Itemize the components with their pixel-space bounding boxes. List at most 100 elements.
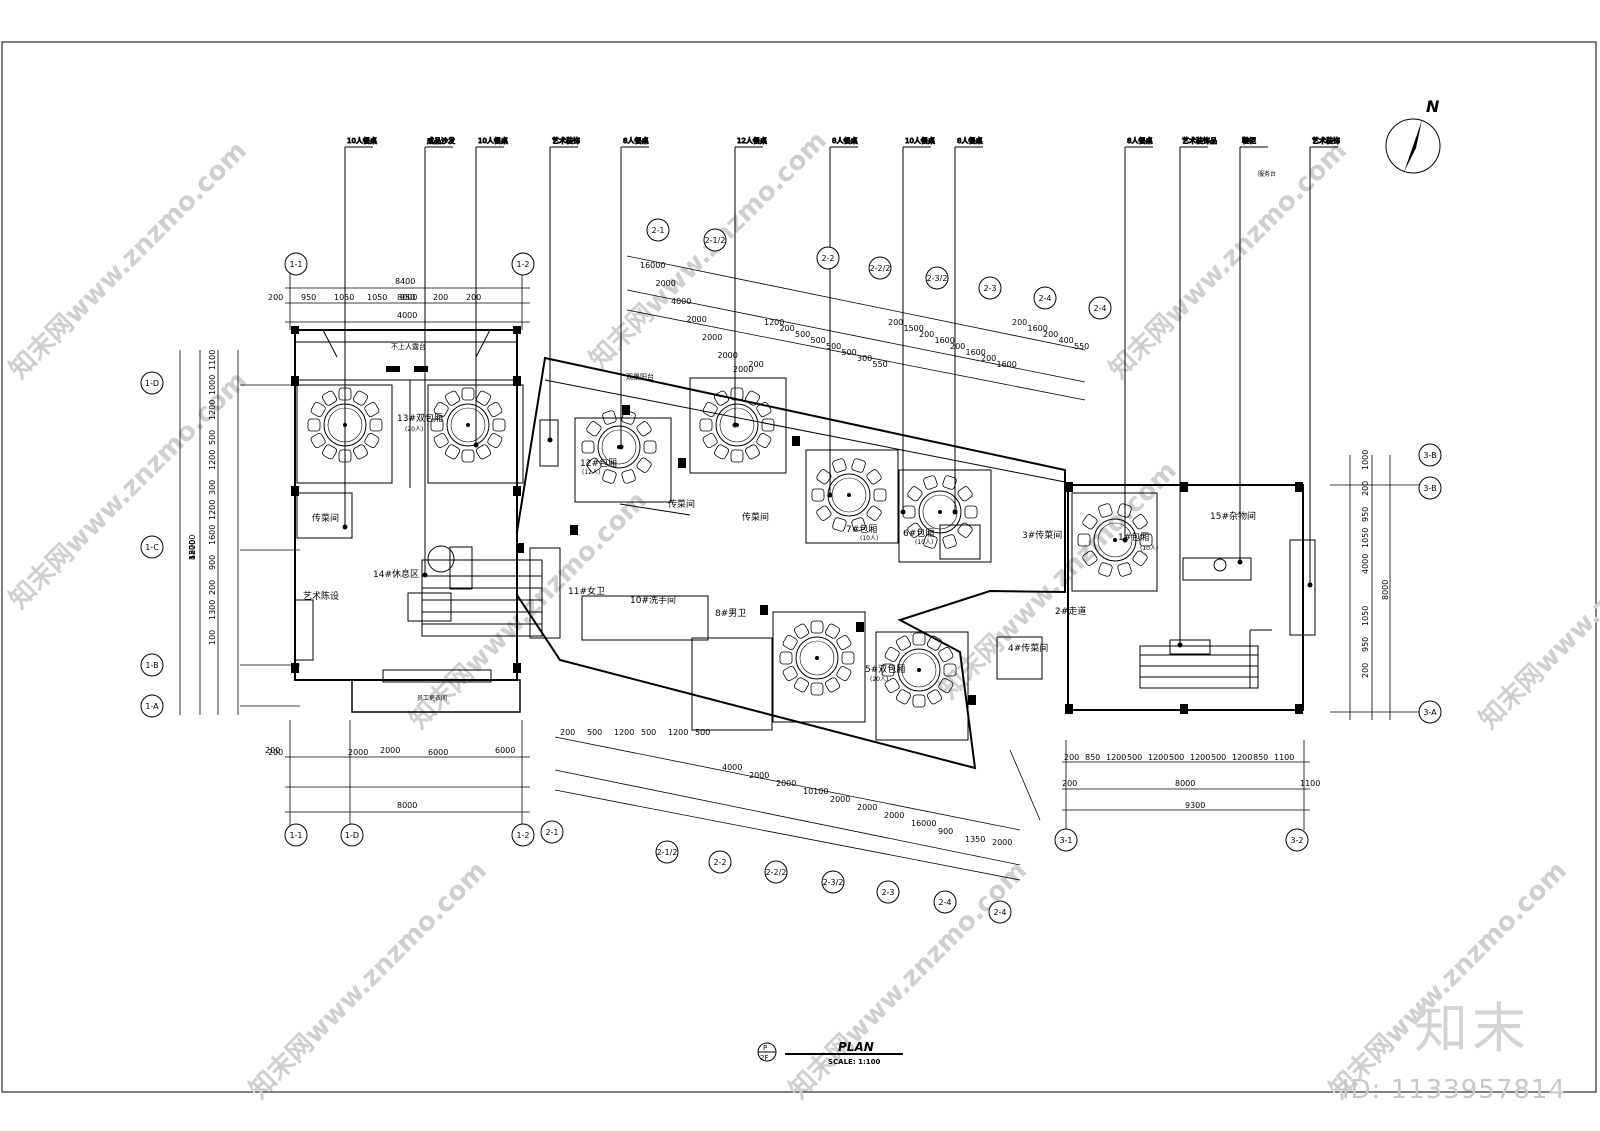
round-tables (307, 387, 1153, 708)
dimension-value: 300 (208, 480, 217, 495)
chair (825, 623, 840, 639)
dimension-value: 2000 (857, 803, 877, 812)
axis-label: 2-2/2 (870, 264, 891, 273)
dimension-value: 2000 (749, 771, 769, 780)
room-label: 14#休息区 (373, 568, 419, 580)
axis-bubble: 1-D (140, 371, 164, 395)
chair (621, 410, 636, 425)
chair (832, 517, 847, 532)
plan-scale: SCALE: 1:100 (828, 1058, 880, 1066)
plan-title: PLAN (838, 1040, 874, 1054)
wing-middle-columns (516, 405, 976, 705)
chair (957, 486, 973, 502)
chair (923, 534, 938, 549)
chair (445, 390, 460, 406)
chair (896, 635, 911, 651)
axis-bubble: 2-4 (1088, 296, 1112, 320)
chair (907, 522, 923, 538)
chair (636, 457, 652, 473)
dimension-value: 1200 (614, 728, 634, 737)
dimension-value: 200 (1361, 663, 1370, 678)
dimension-value: 1500 (904, 324, 924, 333)
room-sub: (12人) (582, 469, 600, 476)
chair (810, 620, 824, 634)
dimension-value: 200 (981, 354, 996, 363)
axis-bubble: 2-1/2 (703, 228, 727, 252)
watermark: 知末网www.znzmo.com (244, 856, 493, 1105)
chair (851, 517, 866, 532)
axis-label: 3-A (1423, 708, 1437, 717)
callout: 艺术装饰 (1307, 136, 1341, 588)
chair (699, 418, 713, 432)
dimension-value: 200 (433, 293, 448, 302)
chair (714, 444, 729, 460)
chair (756, 433, 772, 448)
chair (927, 635, 942, 651)
title-block: P 2F PLAN SCALE: 1:100 (757, 1040, 903, 1066)
chair (938, 647, 954, 662)
dimension-value: 500 (811, 336, 826, 345)
room-label: 8#男卫 (715, 608, 746, 619)
dimension-value: 200 (268, 293, 283, 302)
dimension-value: 2000 (656, 279, 676, 288)
chair (866, 469, 882, 485)
round-table (811, 458, 887, 532)
brand-watermark: 知末 (1414, 997, 1530, 1060)
chair (702, 433, 718, 448)
axis-bubble: 2-2 (708, 850, 732, 874)
chair (779, 651, 793, 665)
dimension-value: 2000 (348, 748, 368, 757)
chair (745, 390, 760, 406)
chair (1117, 503, 1132, 518)
axis-label: 2-4 (938, 898, 951, 907)
chair (602, 469, 617, 484)
callout-label: 12人餐桌 (737, 136, 767, 145)
callout-label: 10人餐桌 (478, 136, 508, 145)
sheet-number: P (763, 1044, 767, 1052)
callout: 10人餐桌 (342, 136, 377, 530)
axis-label: 1-C (145, 543, 159, 552)
chair (756, 402, 772, 417)
dimension-value: 200 (1062, 779, 1077, 788)
dimension-value: 16000 (911, 819, 936, 828)
callout-label: 8人餐桌 (832, 136, 857, 145)
chair (730, 449, 744, 463)
chair (310, 402, 326, 417)
dimension-value: 200 (950, 342, 965, 351)
dimension-value: 1050 (1361, 606, 1370, 626)
chair (433, 402, 449, 417)
chair (1117, 562, 1132, 577)
axis-label: 1-D (345, 831, 359, 840)
dimension-value: 1600 (966, 348, 986, 357)
chair (338, 387, 352, 401)
callout-label: 10人餐桌 (347, 136, 377, 145)
axis-bubble: 1-1 (284, 823, 308, 847)
chair (841, 651, 855, 665)
chair (938, 678, 954, 693)
dimension-value: 200 (466, 293, 481, 302)
dimension-value: 4200 (188, 540, 197, 560)
dimension-value: 4000 (1361, 554, 1370, 574)
dimension-value: 1050 (367, 293, 387, 302)
round-table (1077, 503, 1153, 577)
callout: 10人餐桌 (900, 136, 935, 515)
chair (487, 433, 503, 448)
watermark: 知末网www.znzmo.com (4, 136, 253, 385)
round-table (699, 387, 775, 463)
axis-label: 2-1/2 (657, 848, 678, 857)
chair (964, 505, 978, 519)
callout-label: 8人餐桌 (957, 136, 982, 145)
chair (782, 666, 798, 681)
chair (832, 458, 847, 473)
axis-bubble: 2-3/2 (821, 870, 845, 894)
callout: 艺术装饰 (547, 136, 581, 443)
dimension-value: 500 (795, 330, 810, 339)
chair (487, 402, 503, 417)
watermark: 知末网www.znzmo.com (1474, 486, 1600, 735)
dimension-value: 200 (265, 746, 280, 755)
callout-label: 艺术装饰品 (1182, 136, 1217, 145)
dimension-value: 8000 (397, 801, 417, 810)
